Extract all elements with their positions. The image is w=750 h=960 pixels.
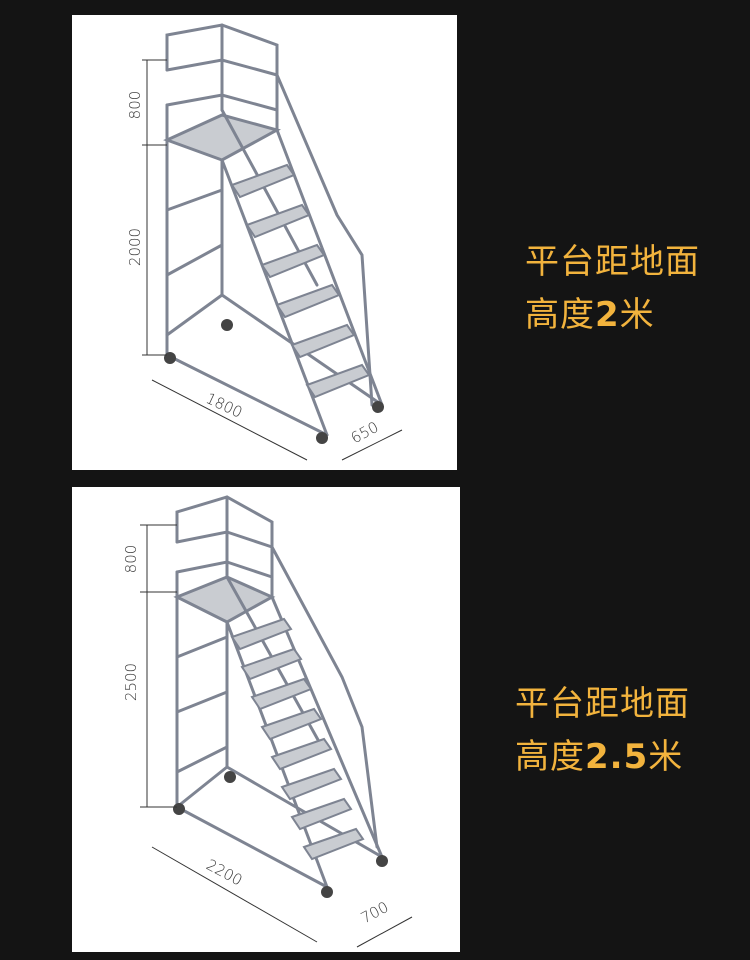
caption-line2-2: 高度2.5米	[515, 731, 690, 784]
caption-prefix-2: 高度	[515, 736, 585, 777]
caption-unit-2: 米	[648, 736, 684, 777]
caption-value-1: 2	[595, 294, 620, 335]
dim-rail-height-1: 800	[126, 91, 144, 120]
caption-platform-height-2: 平台距地面 高度2.5米	[515, 678, 690, 783]
caption-unit-1: 米	[619, 294, 655, 335]
caption-platform-height-1: 平台距地面 高度2米	[525, 236, 700, 341]
caption-line2-1: 高度2米	[525, 289, 700, 342]
dim-platform-height-1: 2000	[126, 228, 144, 266]
dim-length-2: 2200	[203, 856, 245, 890]
dim-width-2: 700	[358, 898, 392, 927]
dim-platform-height-2: 2500	[122, 663, 140, 701]
ladder-illustration-1: 800 2000 1800 650	[126, 23, 403, 461]
dim-rail-height-2: 800	[122, 545, 140, 574]
caption-line1-1: 平台距地面	[525, 242, 700, 282]
caption-value-2: 2.5	[585, 736, 649, 777]
caption-prefix-1: 高度	[525, 294, 595, 335]
ladder-drawing-2: 800 2500 2200 700	[72, 487, 460, 952]
caption-line1-2: 平台距地面	[515, 684, 690, 724]
ladder-drawing-1: 800 2000 1800 650	[72, 15, 457, 470]
ladder-illustration-2: 800 2500 2200 700	[122, 495, 413, 948]
